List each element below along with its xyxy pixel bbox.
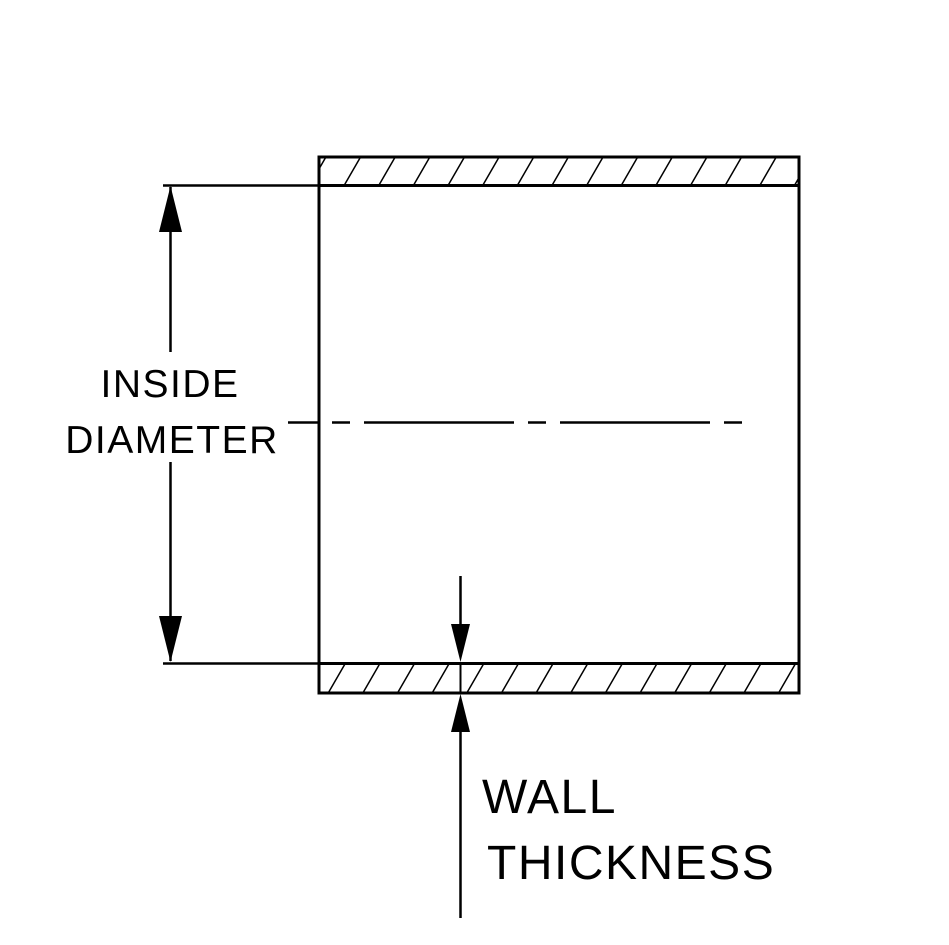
inside-diameter-label-line2: DIAMETER: [65, 419, 279, 462]
wall-thickness-arrow-down-icon: [451, 624, 470, 662]
inside-diameter-arrow-down-icon: [159, 616, 182, 662]
tube-section-group: [317, 155, 801, 695]
top-wall-hatch: [320, 158, 798, 185]
arrowheads-group: [159, 186, 470, 732]
wall-thickness-label-line1: WALL: [482, 771, 617, 824]
bottom-wall-hatch: [320, 665, 798, 692]
wall-thickness-label-line2: THICKNESS: [487, 837, 775, 890]
inside-diameter-arrow-up-icon: [159, 186, 182, 232]
inside-diameter-label-line1: INSIDE: [100, 363, 239, 406]
wall-thickness-arrow-up-icon: [451, 694, 470, 732]
tube-outline: [317, 155, 801, 695]
